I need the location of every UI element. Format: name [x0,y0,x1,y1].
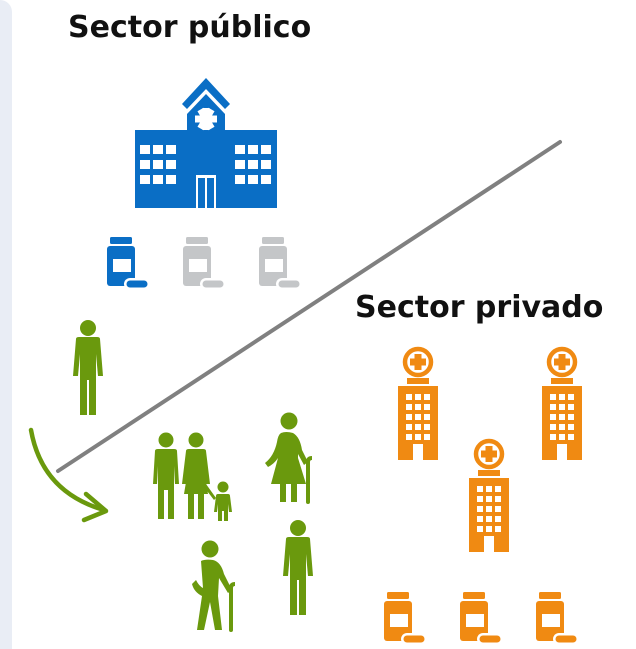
medicine-bottle-icon [536,592,579,645]
private-clinic-icon [469,441,509,552]
medicine-bottle-icon [107,237,150,290]
curved-arrow-icon [28,427,109,523]
person-icon [283,520,313,615]
medicine-bottle-icon [259,237,302,290]
divider-line [56,140,562,473]
medicine-bottle-icon [183,237,226,290]
private-clinic-icon [398,349,438,460]
left-side-panel [0,0,12,649]
public-sector-label: Sector público [68,10,312,45]
public-hospital-icon [135,78,277,208]
person-icon [73,320,103,415]
medicine-bottle-icon [384,592,427,645]
family-icon [153,432,232,521]
private-sector-label: Sector privado [355,290,604,325]
private-clinic-icon [542,349,582,460]
medicine-bottle-icon [460,592,503,645]
elderly-person-icon [265,412,312,504]
elderly-person-icon [192,540,235,632]
